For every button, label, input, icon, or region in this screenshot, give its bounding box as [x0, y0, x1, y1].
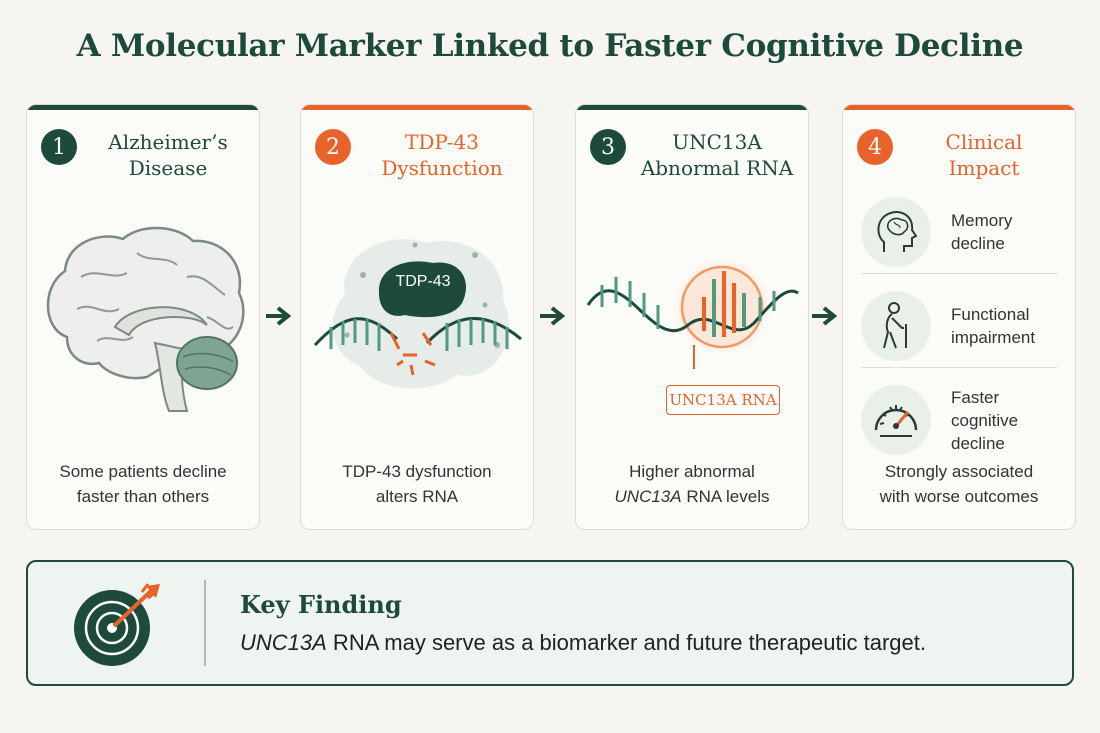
key-finding-panel: Key Finding UNC13A RNA may serve as a bi…	[26, 560, 1074, 686]
card-accent-bar	[27, 105, 259, 110]
impact-label: Functional	[951, 305, 1030, 324]
speedometer-icon	[874, 405, 918, 437]
divider	[204, 580, 206, 666]
step-number: 4	[857, 129, 893, 165]
arrow-right-icon	[266, 306, 292, 326]
step-number: 2	[315, 129, 351, 165]
brain-icon	[46, 226, 245, 412]
card-accent-bar	[843, 105, 1075, 110]
step-caption: Higher abnormal UNC13A RNA levels	[614, 462, 770, 506]
card-accent-bar	[301, 105, 533, 110]
head-brain-icon	[877, 211, 918, 252]
page-title: A Molecular Marker Linked to Faster Cogn…	[76, 28, 1024, 64]
rna-tag: UNC13A RNA	[666, 385, 780, 415]
target-arrow-icon	[74, 583, 160, 666]
rna-wave-icon	[586, 255, 799, 369]
step-number: 1	[41, 129, 77, 165]
protein-label: TDP-43	[395, 273, 451, 290]
elderly-person-cane-icon	[883, 302, 907, 349]
key-finding-text: UNC13A RNA may serve as a biomarker and …	[240, 630, 926, 655]
key-finding-title: Key Finding	[240, 590, 402, 619]
step-number: 3	[590, 129, 626, 165]
impact-label: Memory	[951, 211, 1013, 230]
divider	[861, 273, 1057, 274]
tdp43-rna-icon	[313, 239, 522, 389]
divider	[861, 367, 1057, 368]
card-accent-bar	[576, 105, 808, 110]
arrow-right-icon	[812, 306, 838, 326]
impact-label: Faster	[951, 387, 1000, 407]
arrow-right-icon	[540, 306, 566, 326]
